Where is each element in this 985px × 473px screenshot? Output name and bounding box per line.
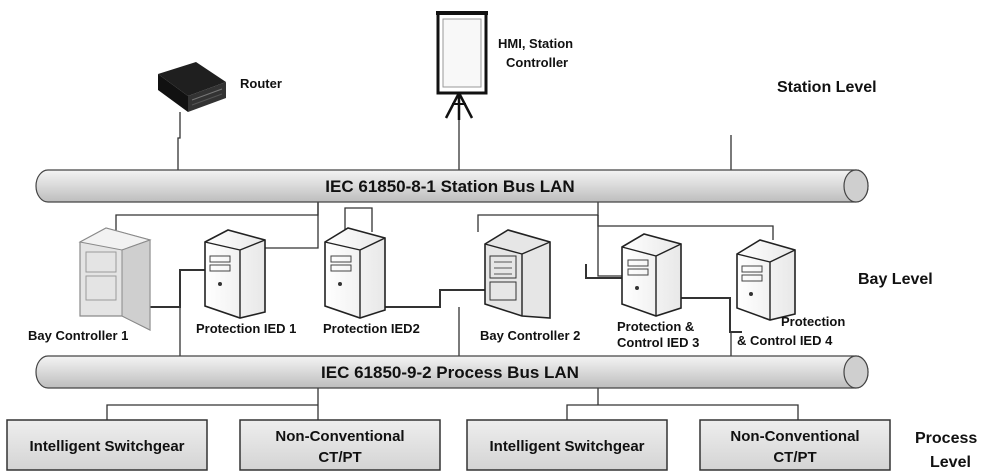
station-bus: IEC 61850-8-1 Station Bus LAN xyxy=(35,169,869,203)
hmi-easel-icon xyxy=(436,11,488,120)
station-level-label: Station Level xyxy=(777,79,877,96)
switchgear-1-label: Intelligent Switchgear xyxy=(29,438,184,455)
bay-controller-2-station-link xyxy=(477,202,599,232)
process-link-right xyxy=(566,388,799,420)
router-label: Router xyxy=(240,76,282,91)
pc-ied-4-label-line2: & Control IED 4 xyxy=(737,333,833,348)
process-bus-label: IEC 61850-9-2 Process Bus LAN xyxy=(321,363,579,382)
switchgear-2-box: Intelligent Switchgear xyxy=(466,419,668,471)
process-bus: IEC 61850-9-2 Process Bus LAN xyxy=(35,355,869,389)
ctpt-2-label-line2: CT/PT xyxy=(773,449,816,466)
switchgear-2-label: Intelligent Switchgear xyxy=(489,438,644,455)
pc-ied-3-icon xyxy=(621,233,682,317)
hmi-label-line1: HMI, Station xyxy=(498,36,573,51)
process-link-left xyxy=(106,388,319,420)
ctpt-1-label-line1: Non-Conventional xyxy=(275,428,404,445)
protection-ied-2-label: Protection IED2 xyxy=(323,321,420,336)
process-level-label-line2: Level xyxy=(930,454,971,471)
bay-controller-1-icon xyxy=(78,227,152,331)
protection-ied-2-station-link xyxy=(344,207,373,232)
ctpt-1-label-line2: CT/PT xyxy=(318,449,361,466)
station-bus-label: IEC 61850-8-1 Station Bus LAN xyxy=(325,177,574,196)
ctpt-1-box: Non-Conventional CT/PT xyxy=(239,419,441,471)
protection-ied-2-icon xyxy=(324,227,386,319)
router-link xyxy=(177,112,181,170)
pc-ied-3-label-line1: Protection & xyxy=(617,319,694,334)
router-icon xyxy=(158,62,226,112)
protection-ied-1-label: Protection IED 1 xyxy=(196,321,296,336)
hmi-label-line2: Controller xyxy=(506,55,568,70)
bay-controller-2-label: Bay Controller 2 xyxy=(480,328,580,343)
bay-controller-1-label: Bay Controller 1 xyxy=(28,328,128,343)
pc-ied-4-station-link xyxy=(597,215,774,240)
pc-ied-4-icon xyxy=(736,239,796,321)
bay-level-label: Bay Level xyxy=(858,271,933,288)
pc-ied-4-label-line1: Protection xyxy=(781,314,845,329)
process-level-label-line1: Process xyxy=(915,430,977,447)
ctpt-2-label-line1: Non-Conventional xyxy=(730,428,859,445)
bay-controller-2-icon xyxy=(484,229,551,319)
protection-ied-1-icon xyxy=(204,229,266,319)
pc-ied-3-station-link xyxy=(597,215,628,277)
ctpt-2-box: Non-Conventional CT/PT xyxy=(699,419,891,471)
switchgear-1-box: Intelligent Switchgear xyxy=(6,419,208,471)
pc-ied-3-label-line2: Control IED 3 xyxy=(617,335,699,350)
